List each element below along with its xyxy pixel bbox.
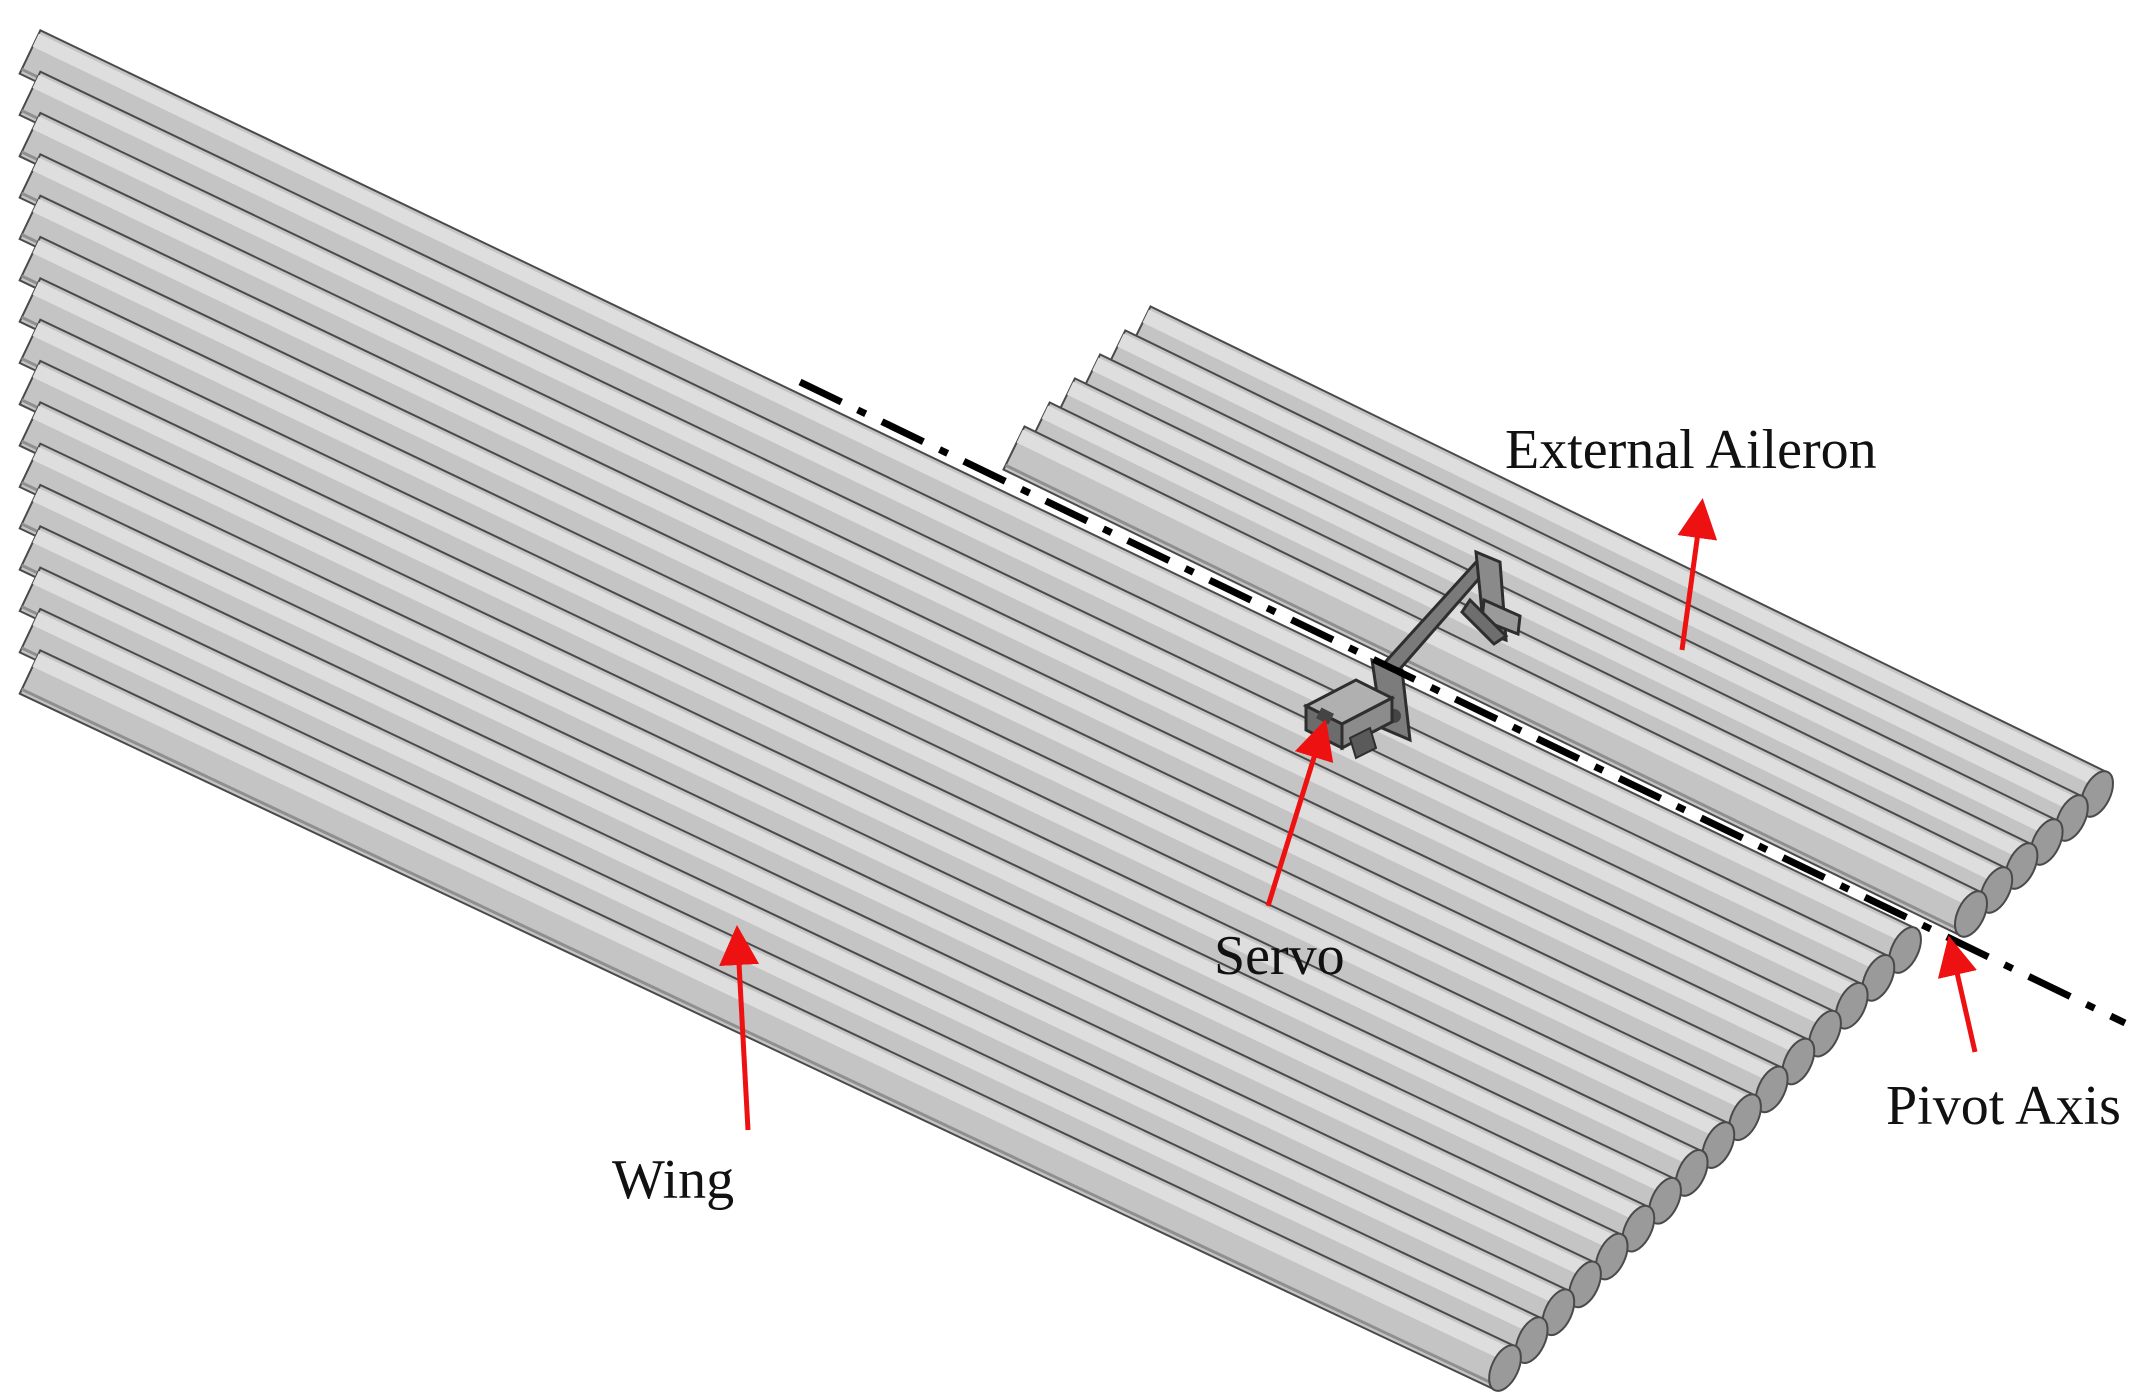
wing-tube [18,648,1522,1392]
aileron-tube [1002,425,1988,938]
wing-label: Wing [612,1149,734,1211]
wing-arrow [719,925,760,1131]
pivot-axis-arrow [1937,935,1978,1053]
external-aileron-label: External Aileron [1505,419,1877,481]
wing-tube-bundle [18,29,1922,1392]
pivot-axis-line [798,378,2127,1027]
servo-label: Servo [1214,925,1345,987]
pivot-axis-label: Pivot Axis [1886,1075,2121,1137]
aileron-tube-bundle [1002,305,2114,938]
external-aileron-arrow [1677,498,1718,651]
servo-arrow [1265,718,1334,907]
wing-tube [18,566,1576,1337]
